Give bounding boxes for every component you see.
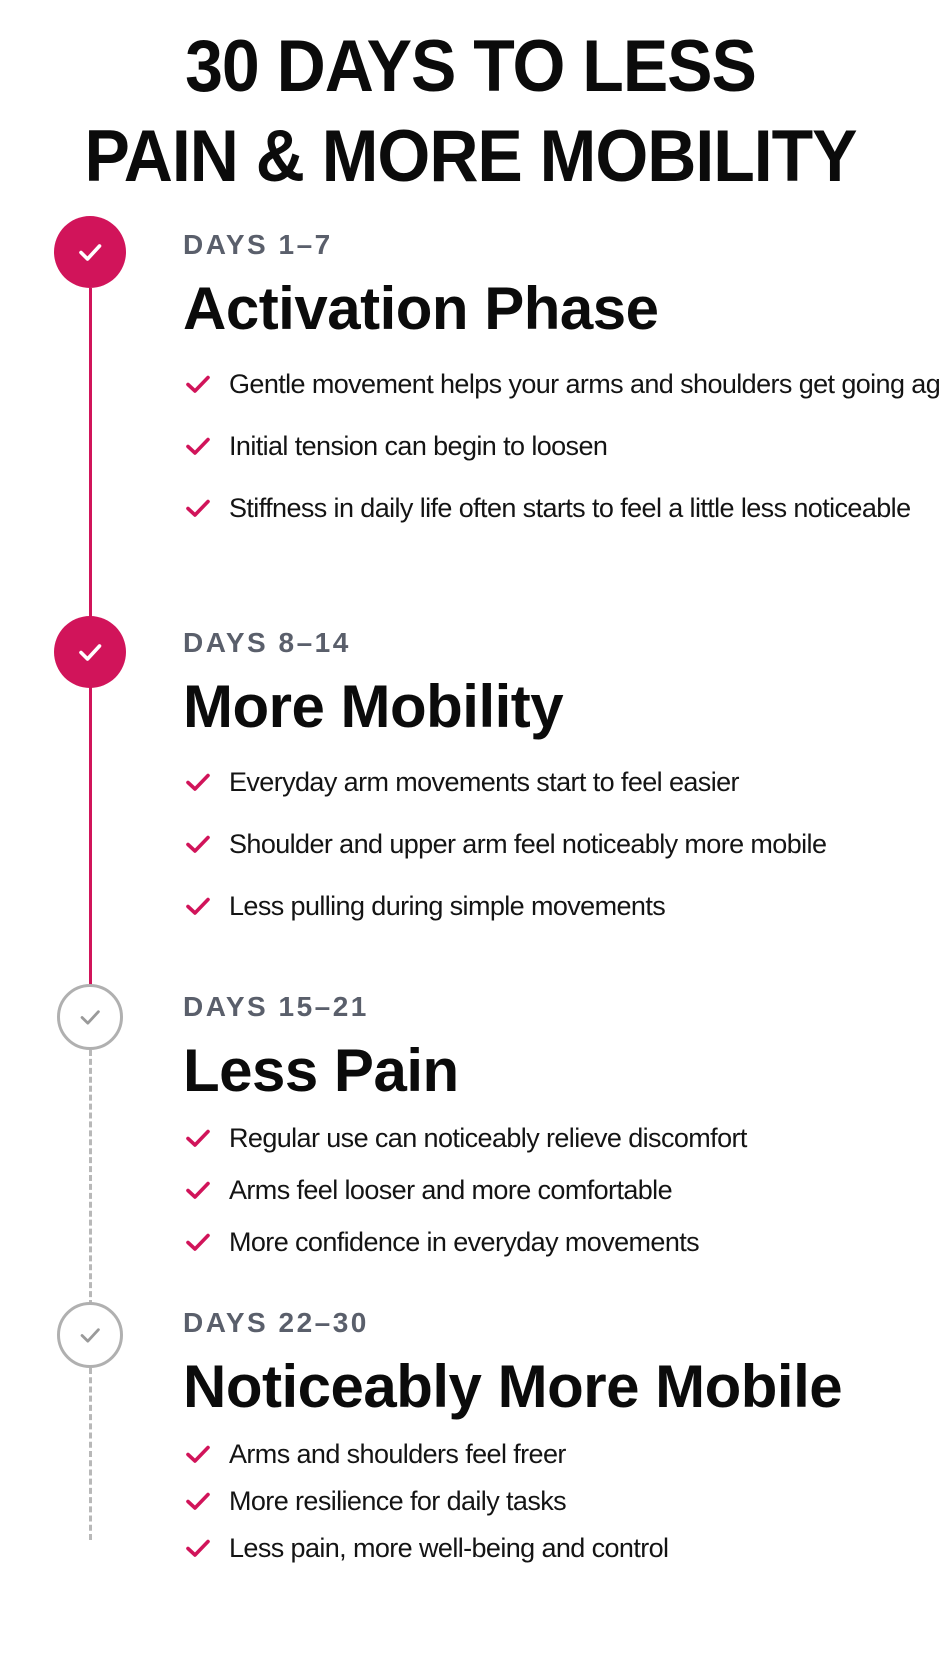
phase-1-title: Activation Phase xyxy=(183,275,659,342)
phase-3-benefit-3: More confidence in everyday movements xyxy=(183,1222,923,1262)
phase-2-benefit-2: Shoulder and upper arm feel noticeably m… xyxy=(183,824,923,864)
phase-3: DAYS 15–21 Less Pain Regular use can not… xyxy=(183,990,923,1262)
phase-1: DAYS 1–7 Activation Phase Gentle movemen… xyxy=(183,228,941,528)
phase-1-benefit-3: Stiffness in daily life often starts to … xyxy=(183,488,923,528)
phase-1-check-circle-filled-icon xyxy=(54,216,126,288)
benefit-text: More resilience for daily tasks xyxy=(229,1485,567,1516)
phase-4-days-label: DAYS 22–30 xyxy=(183,1307,369,1338)
checkmark-icon xyxy=(186,1233,210,1251)
phase-4-benefit-3: Less pain, more well-being and control xyxy=(183,1528,923,1568)
benefit-text: Stiffness in daily life often starts to … xyxy=(229,492,911,523)
benefit-text: Arms and shoulders feel freer xyxy=(229,1438,566,1469)
timeline-rail-upcoming-tail xyxy=(89,1368,92,1540)
benefit-text: Less pulling during simple movements xyxy=(229,890,666,921)
phase-2: DAYS 8–14 More Mobility Everyday arm mov… xyxy=(183,626,923,926)
benefit-text: Everyday arm movements start to feel eas… xyxy=(229,766,740,797)
phase-3-benefit-1: Regular use can noticeably relieve disco… xyxy=(183,1118,923,1158)
checkmark-icon xyxy=(186,897,210,915)
checkmark-icon xyxy=(186,499,210,517)
phase-1-days-label: DAYS 1–7 xyxy=(183,229,333,260)
page-title-line-1: 30 DAYS TO LESS xyxy=(185,24,757,108)
phase-2-days-label: DAYS 8–14 xyxy=(183,627,351,658)
benefit-text: More confidence in everyday movements xyxy=(229,1226,700,1257)
checkmark-icon xyxy=(186,1181,210,1199)
checkmark-icon xyxy=(186,1129,210,1147)
page-title-line-2: PAIN & MORE MOBILITY xyxy=(84,114,857,198)
checkmark-icon xyxy=(186,773,210,791)
phase-4: DAYS 22–30 Noticeably More Mobile Arms a… xyxy=(183,1306,923,1568)
phase-2-title: More Mobility xyxy=(183,673,564,740)
phase-2-benefit-3: Less pulling during simple movements xyxy=(183,886,923,926)
benefit-text: Arms feel looser and more comfortable xyxy=(229,1174,673,1205)
phase-4-benefit-2: More resilience for daily tasks xyxy=(183,1481,923,1521)
phase-4-title: Noticeably More Mobile xyxy=(183,1353,843,1420)
phase-2-benefit-1: Everyday arm movements start to feel eas… xyxy=(183,762,923,802)
benefit-text: Initial tension can begin to loosen xyxy=(229,430,608,461)
benefit-text: Shoulder and upper arm feel noticeably m… xyxy=(229,828,827,859)
benefit-text: Less pain, more well-being and control xyxy=(229,1532,669,1563)
benefit-text: Gentle movement helps your arms and shou… xyxy=(229,368,941,399)
phase-3-benefit-2: Arms feel looser and more comfortable xyxy=(183,1170,923,1210)
benefit-text: Regular use can noticeably relieve disco… xyxy=(229,1122,747,1153)
checkmark-icon xyxy=(186,1492,210,1510)
phase-1-benefit-1: Gentle movement helps your arms and shou… xyxy=(183,364,941,404)
checkmark-icon xyxy=(186,1539,210,1557)
checkmark-icon xyxy=(186,375,210,393)
checkmark-icon xyxy=(186,437,210,455)
phase-4-benefit-1: Arms and shoulders feel freer xyxy=(183,1434,923,1474)
phase-2-check-circle-filled-icon xyxy=(54,616,126,688)
phase-3-days-label: DAYS 15–21 xyxy=(183,991,369,1022)
timeline-rail-upcoming xyxy=(89,1050,92,1306)
phase-3-check-circle-outline-icon xyxy=(57,984,123,1050)
phase-4-check-circle-outline-icon xyxy=(57,1302,123,1368)
phase-1-benefit-2: Initial tension can begin to loosen xyxy=(183,426,923,466)
checkmark-icon xyxy=(186,1445,210,1463)
phase-3-title: Less Pain xyxy=(183,1037,459,1104)
checkmark-icon xyxy=(186,835,210,853)
